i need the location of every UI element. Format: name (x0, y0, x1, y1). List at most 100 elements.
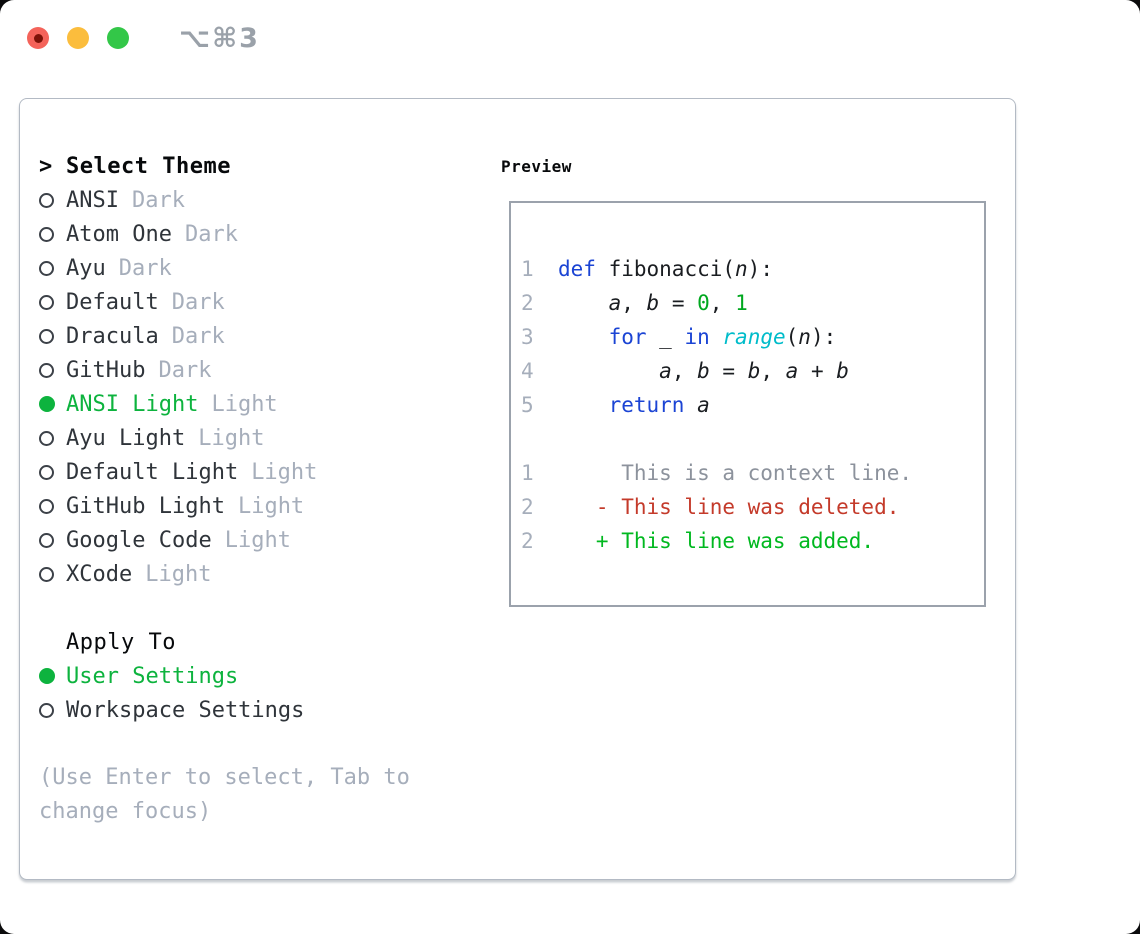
theme-tag: Dark (131, 187, 185, 213)
radio-icon (39, 328, 54, 344)
theme-name: Ayu (66, 255, 106, 281)
radio-box (39, 668, 66, 684)
radio-box (39, 396, 66, 412)
radio-box (39, 226, 66, 242)
preview-title: Preview (501, 156, 572, 176)
radio-box (39, 702, 66, 718)
spacer (39, 591, 501, 625)
code-text: def fibonacci(n): (558, 257, 773, 281)
theme-option[interactable]: ANSI Dark (39, 183, 501, 217)
line-number: 5 (521, 393, 534, 417)
traffic-lights (27, 27, 129, 49)
minimize-button[interactable] (67, 27, 89, 49)
theme-name: Default (66, 289, 159, 315)
radio-box (39, 464, 66, 480)
radio-selected-icon (39, 396, 55, 412)
theme-tag: Dark (171, 289, 225, 315)
theme-tag: Light (237, 493, 305, 519)
radio-box (39, 328, 66, 344)
radio-icon (39, 532, 54, 548)
diff-line-deleted: 2 - This line was deleted. (521, 490, 984, 524)
line-number: 1 (521, 257, 534, 281)
apply-to-header-row: Apply To (39, 625, 501, 659)
code-line: 4 a, b = b, a + b (521, 354, 984, 388)
titlebar: ⌥⌘3 (0, 0, 1140, 76)
code-line: 1 def fibonacci(n): (521, 252, 984, 286)
theme-name: GitHub Light (66, 493, 225, 519)
line-number: 2 (521, 495, 534, 519)
blank-line (521, 422, 984, 456)
apply-to-option[interactable]: User Settings (39, 659, 501, 693)
diff-sample: 1 This is a context line.2 - This line w… (521, 456, 984, 558)
hint-line: (Use Enter to select, Tab to (39, 765, 410, 790)
theme-option[interactable]: Ayu Dark (39, 251, 501, 285)
radio-box (39, 294, 66, 310)
apply-to-label: User Settings (66, 663, 239, 689)
theme-tag: Light (211, 391, 278, 417)
diff-line-added: 2 + This line was added. (521, 524, 984, 558)
radio-icon (39, 702, 54, 718)
theme-tag: Light (224, 527, 291, 553)
radio-box (39, 192, 66, 208)
apply-to-label: Workspace Settings (66, 697, 305, 723)
code-text: for _ in range(n): (608, 325, 837, 349)
radio-icon (39, 294, 54, 310)
window-title-shortcut: ⌥⌘3 (179, 22, 260, 54)
theme-option[interactable]: Google Code Light (39, 523, 501, 557)
theme-name: Atom One (66, 221, 172, 247)
theme-tag: Dark (171, 323, 225, 349)
diff-text: - This line was deleted. (558, 495, 900, 519)
line-number: 2 (521, 529, 534, 553)
theme-name: Dracula (66, 323, 159, 349)
code-line: 3 for _ in range(n): (521, 320, 984, 354)
pointer-icon: > (39, 153, 53, 179)
radio-icon (39, 260, 54, 276)
diff-text: This is a context line. (558, 461, 913, 485)
zoom-button[interactable] (107, 27, 129, 49)
radio-box (39, 430, 66, 446)
theme-tag: Dark (158, 357, 212, 383)
code-text: return a (608, 393, 710, 417)
code-line: 2 a, b = 0, 1 (521, 286, 984, 320)
radio-icon (39, 362, 54, 378)
theme-tag: Dark (118, 255, 172, 281)
theme-tag: Light (251, 459, 318, 485)
line-number: 2 (521, 291, 534, 315)
apply-to-title: Apply To (66, 629, 176, 655)
code-text: a, b = b, a + b (659, 359, 849, 383)
radio-icon (39, 566, 54, 582)
select-theme-header-row: > Select Theme (39, 149, 501, 183)
radio-icon (39, 498, 54, 514)
pointer-box: > (39, 154, 66, 179)
line-number: 1 (521, 461, 534, 485)
code-text: a, b = 0, 1 (608, 291, 748, 315)
apply-to-option[interactable]: Workspace Settings (39, 693, 501, 727)
close-button[interactable] (27, 27, 49, 49)
radio-box (39, 362, 66, 378)
theme-name: XCode (66, 561, 133, 587)
theme-name: Ayu Light (66, 425, 186, 451)
theme-option[interactable]: GitHub Light Light (39, 489, 501, 523)
theme-name: ANSI (66, 187, 119, 213)
theme-option[interactable]: Default Dark (39, 285, 501, 319)
theme-name: Google Code (66, 527, 212, 553)
spacer (39, 727, 501, 761)
theme-option[interactable]: GitHub Dark (39, 353, 501, 387)
radio-box (39, 566, 66, 582)
theme-name: GitHub (66, 357, 146, 383)
diff-line-context: 1 This is a context line. (521, 456, 984, 490)
line-number: 3 (521, 325, 534, 349)
theme-option[interactable]: Dracula Dark (39, 319, 501, 353)
